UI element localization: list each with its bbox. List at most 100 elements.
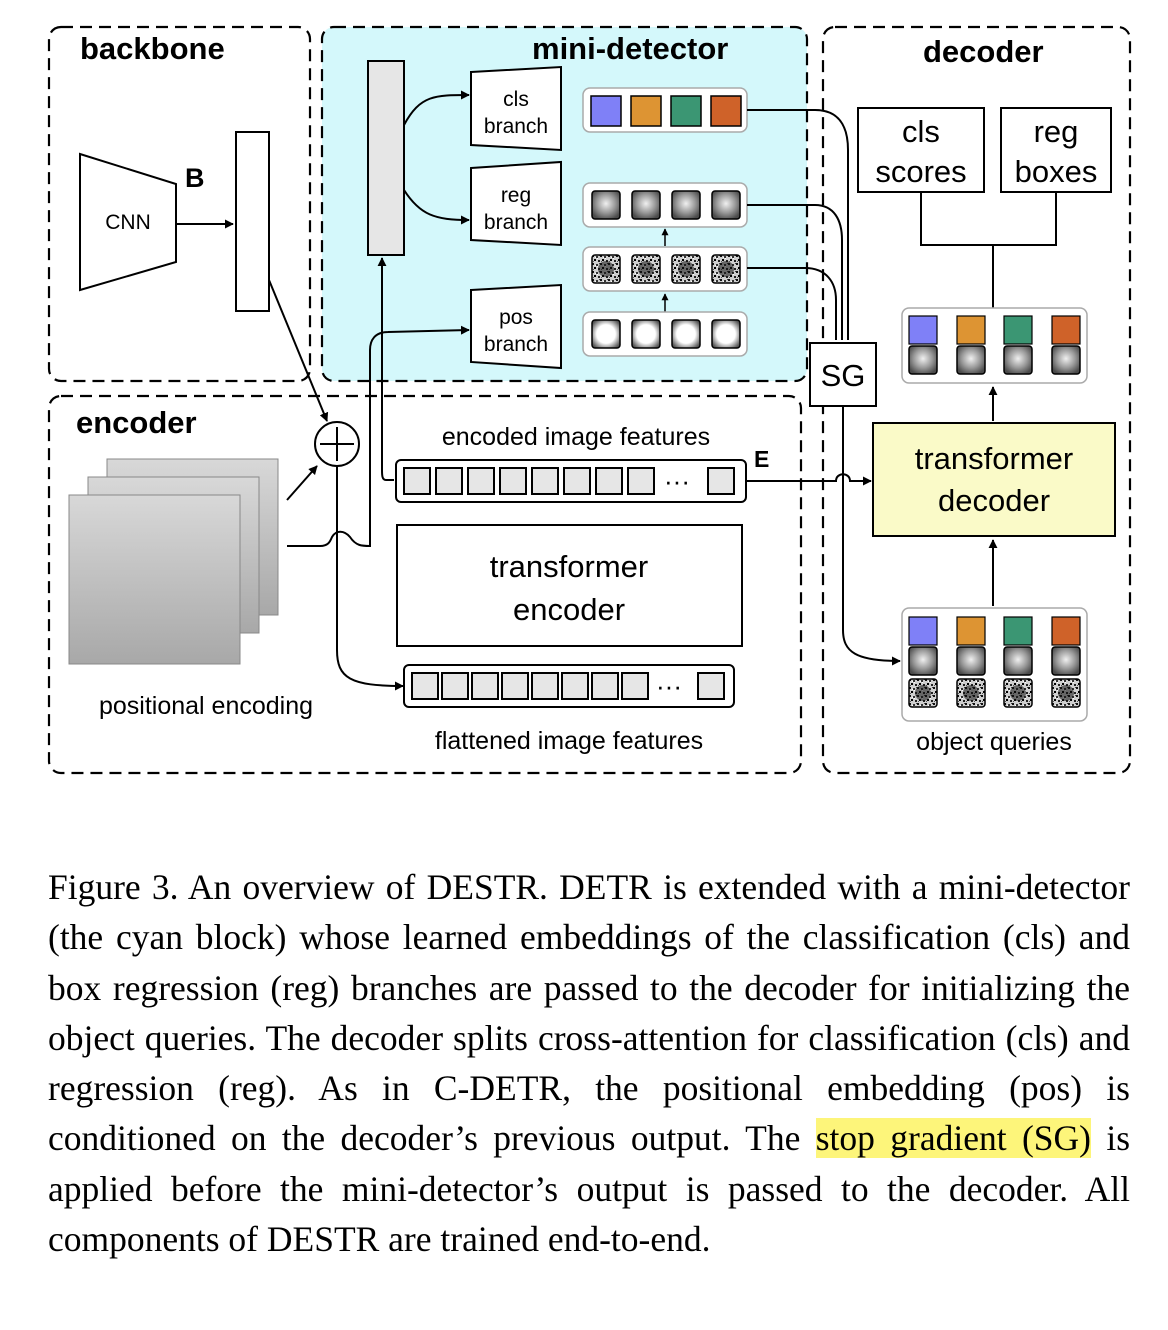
query-reg-cell <box>956 646 986 676</box>
transformer-decoder-box <box>872 422 1116 537</box>
encoder-title: encoder <box>76 405 197 440</box>
query-green-cell <box>1003 616 1033 646</box>
transformer-decoder-line1: transformer <box>915 441 1073 476</box>
flattened-cell <box>441 672 469 700</box>
pos-cell <box>671 319 701 349</box>
decoder-block <box>821 25 1132 775</box>
flattened-cell <box>471 672 499 700</box>
object-queries-row <box>901 607 1088 722</box>
pos-branch-box <box>470 283 562 370</box>
e-to-decoder-arrow <box>746 473 872 486</box>
query-purple-cell <box>908 616 938 646</box>
object-queries-label: object queries <box>916 728 1072 756</box>
figure-caption: Figure 3. An overview of DESTR. DETR is … <box>48 862 1130 1264</box>
flattened-ellipsis: ··· <box>656 671 682 701</box>
reg-cell <box>671 190 701 220</box>
backbone-block <box>47 25 312 383</box>
out-reg-cell <box>1051 345 1081 375</box>
flattened-cell <box>501 672 529 700</box>
query-red-cell <box>1051 616 1081 646</box>
e-label: E <box>754 446 769 472</box>
sg-to-queries-arrow <box>842 406 901 666</box>
bar-to-cls-arrow <box>403 90 470 126</box>
caption-text-end: is applied before the mini-detector’s ou… <box>48 1118 1131 1260</box>
cls-scores-line2: scores <box>875 154 966 189</box>
reg-boxes-box <box>1000 107 1112 193</box>
query-reg-cell <box>1003 646 1033 676</box>
sg-box <box>809 342 877 407</box>
bar-to-reg-arrow <box>403 189 470 225</box>
encoded-to-bar-arrow <box>377 257 394 481</box>
encoded-cell <box>403 467 431 495</box>
pos-branch-line2: branch <box>484 333 548 356</box>
cnn-label: CNN <box>105 211 151 234</box>
mid-to-sg-line <box>747 267 837 340</box>
mid-cell <box>671 254 701 284</box>
pos-to-add-arrow <box>286 465 318 501</box>
cls-orange-cell <box>630 95 662 127</box>
query-reg-cell <box>1051 646 1081 676</box>
reg-cell <box>711 190 741 220</box>
cls-scores-line1: cls <box>902 114 940 149</box>
reg-boxes-line1: reg <box>1034 114 1079 149</box>
scores-boxes-merge-line <box>920 192 1057 246</box>
transformer-encoder-line2: encoder <box>513 592 625 627</box>
pos-cell <box>711 319 741 349</box>
flattened-features-label: flattened image features <box>435 727 703 755</box>
cls-scores-box <box>857 107 985 193</box>
encoded-cell <box>627 467 655 495</box>
reg-branch-line1: reg <box>501 184 531 207</box>
destr-diagram: backbone mini-detector decoder encoder C… <box>47 25 1132 775</box>
transformer-decoder-line2: decoder <box>938 483 1050 518</box>
encoded-cell <box>563 467 591 495</box>
flattened-cell <box>621 672 649 700</box>
flattened-cell <box>531 672 559 700</box>
flattened-cell <box>697 672 725 700</box>
out-green-cell <box>1003 315 1033 345</box>
flattened-cell <box>411 672 439 700</box>
out-reg-cell <box>1003 345 1033 375</box>
query-pos-cell <box>956 678 986 708</box>
encoded-features-label: encoded image features <box>442 423 710 451</box>
reg-boxes-line2: boxes <box>1015 154 1098 189</box>
mini-detector-title: mini-detector <box>532 31 728 66</box>
encoded-cell <box>499 467 527 495</box>
backbone-feature-bar <box>235 131 270 312</box>
b-label: B <box>185 163 205 193</box>
pos-encoding-panel <box>68 494 241 665</box>
sg-label: SG <box>821 358 866 393</box>
caption-highlight: stop gradient (SG) <box>815 1118 1091 1159</box>
reg-branch-line2: branch <box>484 211 548 234</box>
positional-encoding-label: positional encoding <box>99 692 313 720</box>
out-reg-cell <box>908 345 938 375</box>
cnn-trapezoid <box>79 152 177 292</box>
out-red-cell <box>1051 315 1081 345</box>
cls-green-cell <box>670 95 702 127</box>
pos-cell <box>591 319 621 349</box>
out-purple-cell <box>908 315 938 345</box>
flattened-cell <box>591 672 619 700</box>
pos-to-pos-branch-line <box>287 325 470 548</box>
pos-branch-line1: pos <box>499 306 533 329</box>
cls-to-sg-line <box>747 109 849 340</box>
encoded-cell <box>595 467 623 495</box>
query-pos-cell <box>1051 678 1081 708</box>
cls-branch-line1: cls <box>503 88 529 111</box>
transformer-encoder-line1: transformer <box>490 549 648 584</box>
pos-cell <box>631 319 661 349</box>
out-reg-cell <box>956 345 986 375</box>
caption-text: Figure 3. An overview of DESTR. DETR is … <box>48 867 1130 1159</box>
reg-branch-box <box>470 160 562 247</box>
encoded-cell <box>435 467 463 495</box>
add-to-flattened-arrow <box>336 466 404 691</box>
backbone-to-add-arrow <box>268 279 329 422</box>
pos-embedding-row <box>582 311 748 357</box>
reg-to-sg-line <box>747 204 843 340</box>
query-reg-cell <box>908 646 938 676</box>
out-orange-cell <box>956 315 986 345</box>
mini-detector-feature-bar <box>367 60 405 256</box>
cls-red-cell <box>710 95 742 127</box>
cls-branch-line2: branch <box>484 115 548 138</box>
transformer-encoder-box <box>396 524 743 647</box>
encoded-cell <box>707 467 735 495</box>
